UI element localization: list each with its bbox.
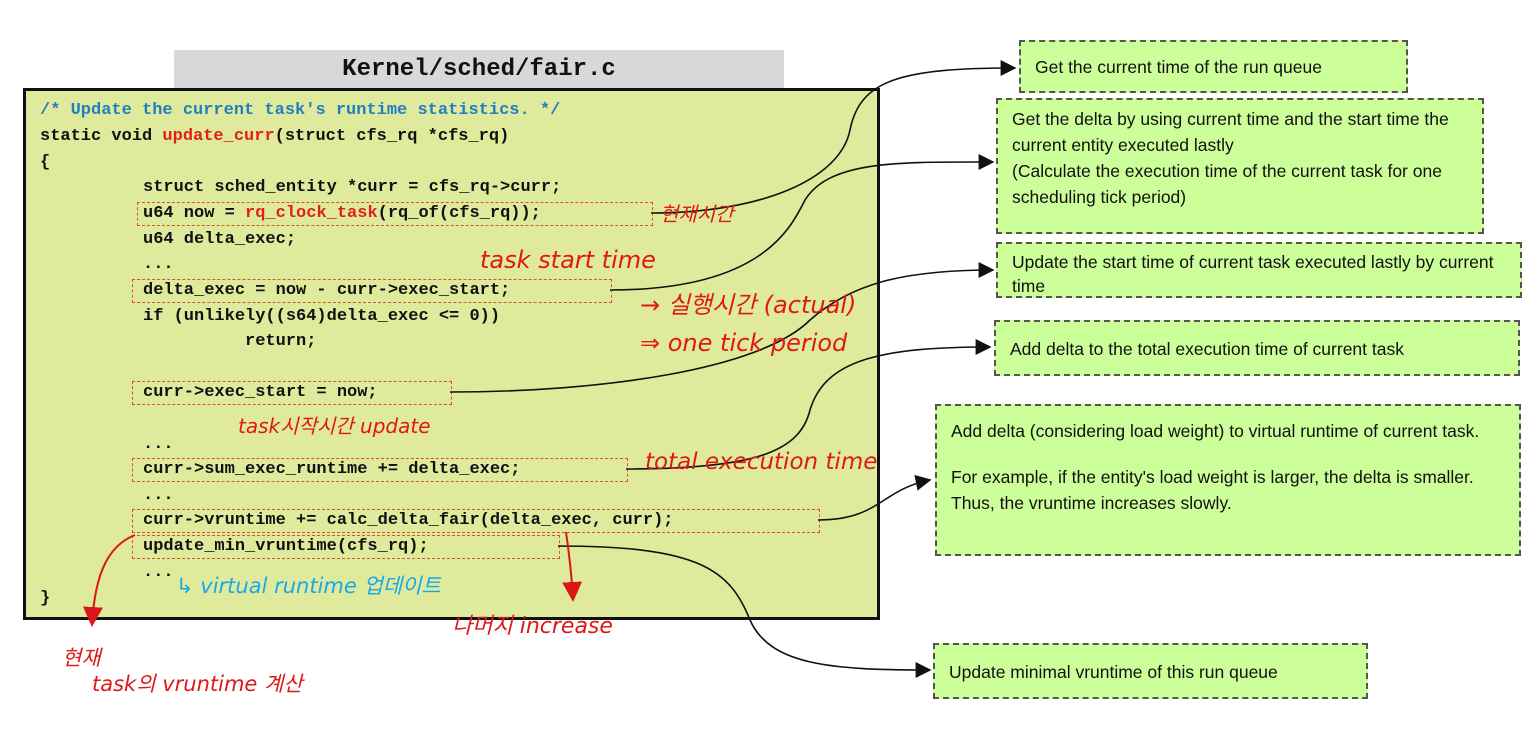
connector-delta — [609, 153, 995, 291]
highlight-now — [137, 202, 653, 226]
code-line-vruntime: curr->vruntime += calc_delta_fair(delta_… — [143, 511, 674, 530]
hand-note-task-start-time: task start time — [480, 246, 656, 274]
code-dots-4: ... — [143, 563, 174, 582]
note-vruntime-example: For example, if the entity's load weight… — [951, 467, 1474, 513]
hand-note-virtual-runtime: ↳ virtual runtime 업데이트 — [176, 574, 441, 598]
note-vruntime-text: Add delta (considering load weight) to v… — [951, 421, 1480, 441]
note-min-vruntime: Update minimal vruntime of this run queu… — [933, 643, 1368, 699]
now-prefix: u64 now = — [143, 204, 246, 223]
connector-now — [650, 60, 1017, 214]
note-min-vruntime-text: Update minimal vruntime of this run queu… — [949, 662, 1278, 682]
code-line-min-vruntime: update_min_vruntime(cfs_rq); — [143, 537, 429, 556]
code-signature: static void update_curr(struct cfs_rq *c… — [40, 127, 509, 147]
code-line-delta-exec: delta_exec = now - curr->exec_start; — [143, 281, 511, 300]
note-delta: Get the delta by using current time and … — [996, 98, 1484, 234]
hand-arrow-left — [82, 534, 136, 627]
code-line-exec-start: curr->exec_start = now; — [143, 383, 378, 402]
highlight-sum-exec — [132, 458, 628, 482]
code-comment: /* Update the current task's runtime sta… — [40, 101, 561, 120]
note-vruntime: Add delta (considering load weight) to v… — [935, 404, 1521, 556]
highlight-exec-start — [132, 381, 452, 405]
hand-note-increase: 나머지 increase — [452, 614, 613, 639]
close-brace: } — [40, 589, 51, 608]
code-dots-3: ... — [143, 486, 174, 505]
code-line-return: return; — [245, 332, 317, 351]
hand-note-actual: → 실행시간 (actual) — [640, 291, 857, 319]
hand-arrow-right — [562, 531, 583, 602]
signature-prefix: static void — [40, 127, 163, 146]
highlight-delta-exec — [132, 279, 612, 303]
connector-vruntime — [817, 474, 932, 521]
note-current-time: Get the current time of the run queue — [1019, 40, 1408, 93]
hand-note-current: 현재 — [62, 646, 101, 670]
hand-note-vruntime-calc: task의 vruntime 계산 — [92, 672, 303, 696]
hand-note-one-tick: ⇒ one tick period — [640, 329, 848, 357]
connector-sum-exec — [625, 339, 992, 470]
code-line-delta-decl: u64 delta_exec; — [143, 230, 297, 249]
hand-note-current-time: 현재시간 — [660, 202, 734, 226]
connector-exec-start — [449, 262, 995, 393]
connector-min-vruntime — [557, 545, 932, 678]
code-box — [23, 88, 880, 620]
note-sum-exec: Add delta to the total execution time of… — [994, 320, 1520, 376]
code-line-curr: struct sched_entity *curr = cfs_rq->curr… — [143, 178, 562, 197]
code-line-sum-exec: curr->sum_exec_runtime += delta_exec; — [143, 460, 521, 479]
highlight-min-vruntime — [132, 535, 560, 559]
code-line-if: if (unlikely((s64)delta_exec <= 0)) — [143, 307, 501, 326]
note-exec-start-text: Update the start time of current task ex… — [1012, 252, 1494, 296]
note-current-time-text: Get the current time of the run queue — [1035, 57, 1322, 77]
note-delta-text: Get the delta by using current time and … — [1012, 109, 1449, 155]
highlight-vruntime — [132, 509, 820, 533]
code-line-now: u64 now = rq_clock_task(rq_of(cfs_rq)); — [143, 204, 541, 224]
rq-clock-task-fn: rq_clock_task — [245, 204, 378, 223]
note-sum-exec-text: Add delta to the total execution time of… — [1010, 339, 1404, 359]
note-exec-start: Update the start time of current task ex… — [996, 242, 1522, 298]
now-suffix: (rq_of(cfs_rq)); — [377, 204, 541, 223]
open-brace: { — [40, 153, 51, 172]
file-title: Kernel/sched/fair.c — [174, 50, 784, 88]
code-dots-2: ... — [143, 435, 174, 454]
hand-note-exec-start-update: task시작시간 update — [238, 414, 431, 438]
signature-params: (struct cfs_rq *cfs_rq) — [274, 127, 510, 146]
hand-note-total-exec: total execution time — [645, 449, 878, 475]
note-delta-detail: (Calculate the execution time of the cur… — [1012, 161, 1442, 207]
function-name: update_curr — [162, 127, 275, 146]
code-dots-1: ... — [143, 255, 174, 274]
